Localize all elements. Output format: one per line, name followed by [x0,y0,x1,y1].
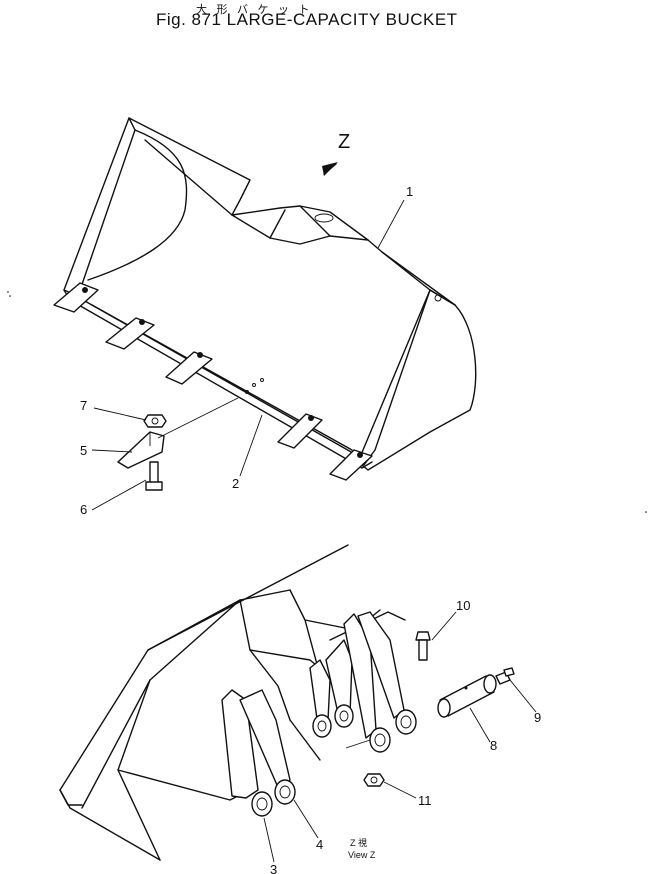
view-caption: View Z [348,850,376,860]
callout-7: 7 [80,398,87,413]
callout-3: 3 [270,862,277,874]
view-z-indicator: Z [322,131,350,176]
bucket-assembly-upper [53,117,477,481]
pin-part-8 [437,674,497,718]
tooth-part-5 [117,431,165,469]
bolt-part-10 [415,631,431,661]
view-z-letter: Z [338,131,350,153]
callout-4: 4 [316,837,323,852]
nut-part-7 [143,414,167,428]
callout-5: 5 [80,443,87,458]
bucket-assembly-view-z [59,544,417,861]
callout-11: 11 [418,793,432,808]
figure-title: Fig. 871 LARGE-CAPACITY BUCKET [156,10,458,29]
leader-lines [91,199,537,863]
callout-1: 1 [406,184,413,199]
bucket-tooth [165,351,213,385]
bucket-tooth [105,317,155,350]
callout-2: 2 [232,476,239,491]
callout-10: 10 [456,598,470,613]
bucket-tooth [277,413,323,449]
bucket-tooth [329,449,373,481]
callout-8: 8 [490,738,497,753]
bucket-tooth [53,282,99,313]
fitting-part-9 [495,667,515,685]
callout-9: 9 [534,710,541,725]
bolt-part-6 [145,461,163,491]
title-kana: 大 形 バ ケ ッ ト [196,3,313,16]
nut-part-11 [363,773,385,787]
callout-6: 6 [80,502,87,517]
view-caption-kana: Z 視 [350,837,367,848]
